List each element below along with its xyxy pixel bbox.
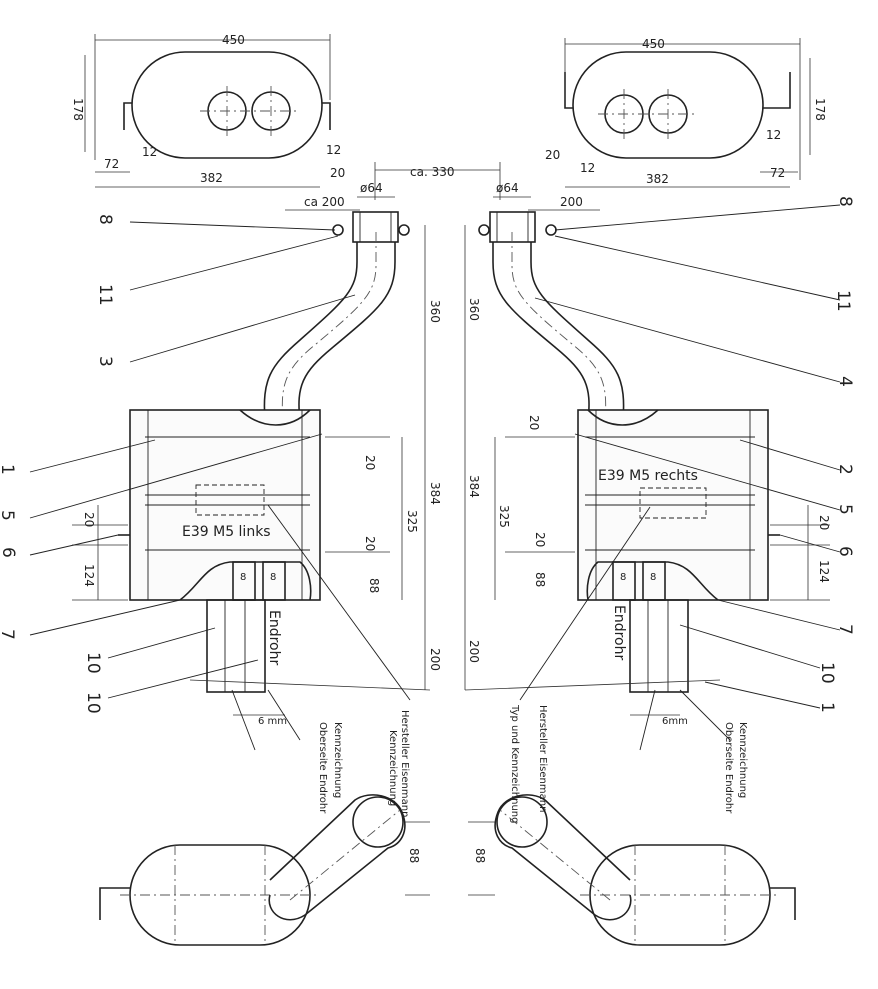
left-pipe-offset-dim: ca 200	[304, 195, 345, 209]
right-d12b-dim: 12	[766, 128, 781, 142]
left-height-dim: 178	[71, 98, 85, 121]
callout-left-1: 1	[0, 464, 17, 475]
left-d12b-dim: 12	[326, 143, 341, 157]
right-d8-dim: 8	[620, 572, 626, 583]
right-pipe-dia-dim: ø64	[496, 181, 519, 195]
left-end-view: 450 178 382 72 12 12 20	[71, 33, 345, 188]
right-d72-dim: 72	[770, 166, 785, 180]
left-6mm-dim: 6 mm	[258, 716, 287, 727]
right-6mm-dim: 6mm	[662, 716, 688, 727]
callout-left-6: 6	[0, 547, 18, 558]
left-d88b-dim: 88	[407, 848, 421, 863]
callout-left-8: 8	[95, 214, 115, 225]
callout-left-5: 5	[0, 510, 17, 521]
left-d88-dim: 88	[367, 578, 381, 593]
right-d124-dim: 124	[817, 560, 831, 583]
left-kennzeichnung-label: Kennzeichnung	[332, 722, 343, 798]
left-muffler-body: E39 M5 links 8 8 20 20 325 384 88 20 124	[72, 409, 442, 601]
left-box-length-dim: 384	[428, 482, 442, 505]
left-model-label: E39 M5 links	[182, 524, 271, 540]
left-hersteller-label: Hersteller Eisenmann	[399, 710, 410, 817]
right-inlet-pipe: 200 ø64 360	[464, 181, 625, 421]
right-pipe-length-dim: 360	[467, 298, 481, 321]
right-d8b-dim: 8	[650, 572, 656, 583]
right-d88-dim: 88	[533, 572, 547, 587]
left-d8b-dim: 8	[270, 572, 276, 583]
left-endrohr-label: Endrohr	[266, 610, 282, 665]
right-muffler-body: E39 M5 rechts 8 8 20 20 325 384 88 20 12…	[464, 409, 831, 601]
right-tail-pipes: Endrohr 200 6mm Kennzeichnung Oberseite …	[464, 599, 748, 823]
callout-right-7: 7	[835, 624, 855, 635]
center-distance-dim: ca. 330	[410, 165, 454, 179]
left-box-inner-dim: 325	[405, 510, 419, 533]
left-hersteller-sub-label: Kennzeichnung	[387, 730, 398, 806]
center-distance: ca. 330	[374, 162, 501, 200]
callout-right-1: 1	[817, 702, 837, 713]
left-width-top-dim: 450	[222, 33, 245, 47]
right-d12a-dim: 12	[580, 161, 595, 175]
left-bottom-view: 88	[99, 794, 430, 946]
callout-right-5: 5	[835, 504, 855, 515]
right-bottom-view: 88	[468, 794, 796, 946]
left-width-bottom-dim: 382	[200, 171, 223, 185]
right-callouts: 8 11 4 2 5 6 7 10 1	[519, 196, 855, 713]
right-d20b-dim: 20	[527, 415, 541, 430]
left-d124-dim: 124	[82, 564, 96, 587]
right-d88b-dim: 88	[473, 848, 487, 863]
callout-left-7: 7	[0, 629, 17, 640]
right-d20d-dim: 20	[817, 515, 831, 530]
left-d20d-dim: 20	[82, 512, 96, 527]
callout-right-4: 4	[835, 376, 855, 387]
left-tail-pipes: Endrohr 200 6 mm Kennzeichnung Oberseite…	[189, 599, 442, 817]
left-pipe-dia-dim: ø64	[360, 181, 383, 195]
left-inlet-pipe: ca 200 ø64 360	[263, 181, 442, 421]
callout-left-10b: 10	[83, 692, 103, 714]
left-d72-dim: 72	[104, 157, 119, 171]
left-oberseite-label: Oberseite Endrohr	[317, 722, 328, 814]
right-end-view: 450 178 382 72 12 12 20	[545, 37, 827, 188]
callout-right-2: 2	[835, 464, 855, 475]
left-pipe-length-dim: 360	[428, 300, 442, 323]
left-muffler-assembly: 450 178 382 72 12 12 20 ca 200 ø64	[0, 33, 442, 946]
right-d20c-dim: 20	[533, 532, 547, 547]
callout-right-11: 11	[833, 290, 853, 312]
left-d8-dim: 8	[240, 572, 246, 583]
right-hersteller-label: Hersteller Eisenmann	[537, 705, 548, 812]
right-height-dim: 178	[813, 98, 827, 121]
right-oberseite-label: Oberseite Endrohr	[723, 722, 734, 814]
right-width-bottom-dim: 382	[646, 172, 669, 186]
right-box-inner-dim: 325	[497, 505, 511, 528]
right-width-top-dim: 450	[642, 37, 665, 51]
left-d20-dim: 20	[330, 166, 345, 180]
left-d12a-dim: 12	[142, 145, 157, 159]
right-muffler-assembly: 450 178 382 72 12 12 20 200 ø64 360	[464, 37, 855, 946]
left-d20b-dim: 20	[363, 455, 377, 470]
callout-left-3: 3	[95, 356, 115, 367]
callout-right-6: 6	[835, 546, 855, 557]
right-box-length-dim: 384	[467, 475, 481, 498]
right-hersteller-sub-label: Typ und Kennzeichnung	[509, 704, 520, 823]
callout-left-10a: 10	[83, 652, 103, 674]
right-endrohr-label: Endrohr	[611, 605, 627, 660]
callout-right-8: 8	[835, 196, 855, 207]
left-callouts: 8 11 3 1 5 6 7 10 10	[0, 214, 411, 714]
right-model-label: E39 M5 rechts	[598, 468, 698, 484]
left-d20c-dim: 20	[363, 536, 377, 551]
callout-right-10: 10	[817, 662, 837, 684]
right-kennzeichnung-label: Kennzeichnung	[737, 722, 748, 798]
callout-left-11: 11	[95, 284, 115, 306]
left-tail-length-dim: 200	[428, 648, 442, 671]
right-pipe-offset-dim: 200	[560, 195, 583, 209]
right-d20-dim: 20	[545, 148, 560, 162]
right-tail-length-dim: 200	[467, 640, 481, 663]
